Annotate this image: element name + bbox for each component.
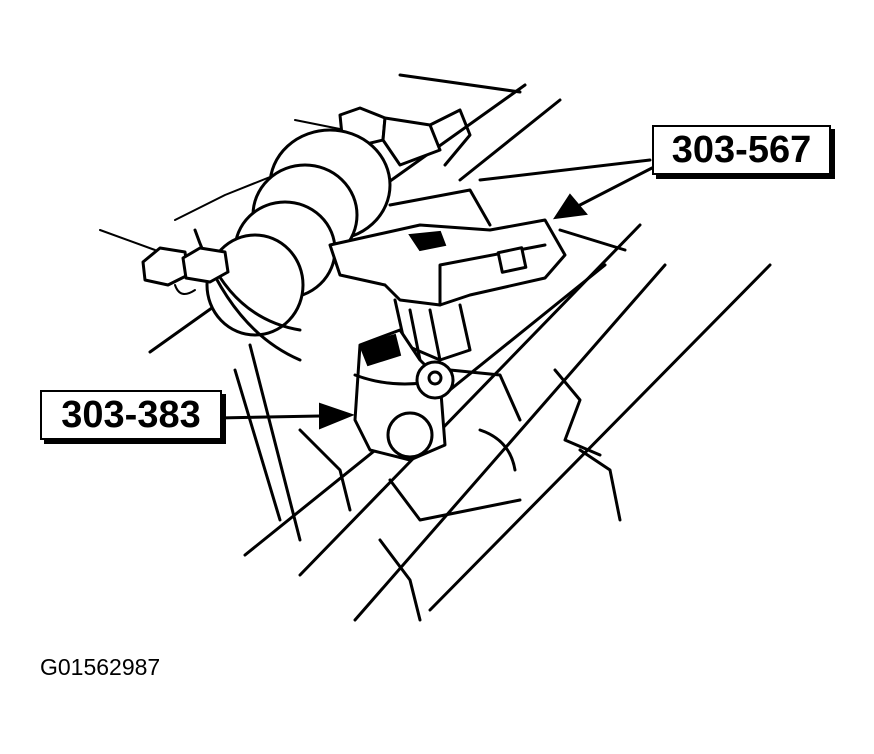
engine-frame-lines <box>99 73 772 622</box>
figure-id: G01562987 <box>40 654 161 680</box>
coil-spring-assembly <box>193 128 392 362</box>
bolt-head <box>141 246 230 295</box>
tool-303-383-holder <box>353 328 522 462</box>
callout-label-303-383: 303-383 <box>40 390 222 440</box>
callout-arrows <box>216 166 654 430</box>
callout-label-303-567: 303-567 <box>652 125 831 175</box>
engine-block-outline <box>298 368 622 622</box>
tool-303-567-bracket <box>328 188 567 362</box>
